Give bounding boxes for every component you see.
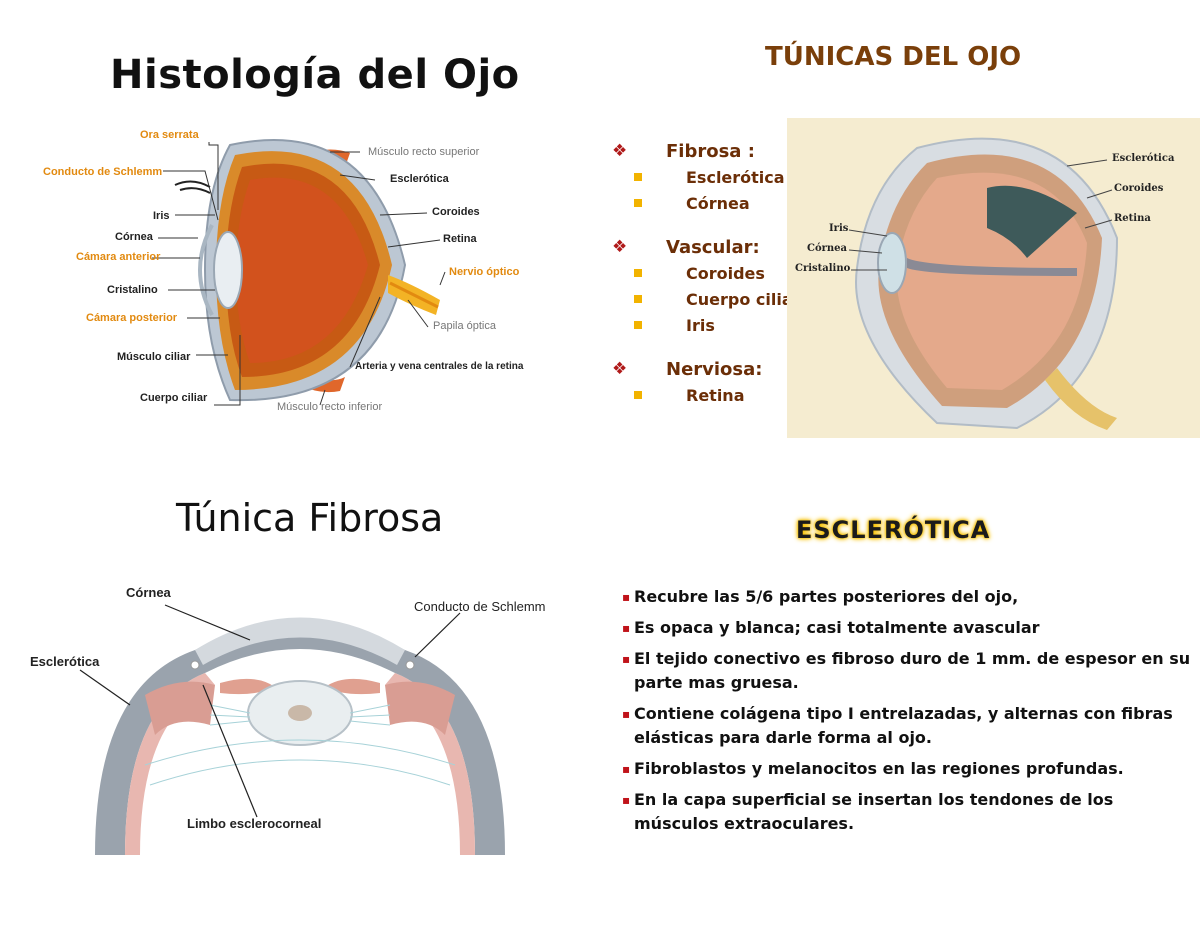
tunicas-list: ❖ Fibrosa : Esclerótica Córnea ❖ Vascular:… — [612, 138, 862, 418]
label-cutaway-retina: Retina — [1114, 213, 1151, 224]
label-coroides: Coroides — [432, 206, 480, 218]
label-cutaway-coroides: Coroides — [1114, 183, 1164, 194]
tunica-item: Retina — [686, 385, 745, 405]
list-item: ▪Contiene colágena tipo I entrelazadas, … — [622, 702, 1192, 750]
label-esclerotica: Esclerótica — [390, 173, 449, 185]
label-cutaway-cornea: Córnea — [807, 243, 848, 254]
eye-section-illustration — [152, 139, 446, 406]
list-item-text: En la capa superficial se insertan los t… — [634, 790, 1114, 833]
tunica-item: Córnea — [686, 193, 750, 213]
diamond-bullet-icon: ❖ — [612, 359, 628, 379]
label-arteria-vena: Arteria y vena centrales de la retina — [355, 361, 524, 372]
label-fibrosa-conducto-schlemm: Conducto de Schlemm — [414, 599, 546, 614]
label-musculo-ciliar: Músculo ciliar — [117, 351, 191, 363]
label-cutaway-iris: Iris — [829, 223, 849, 234]
tunica-group-nerviosa: ❖ Nerviosa: Retina — [612, 356, 862, 408]
list-item-text: Es opaca y blanca; casi totalmente avasc… — [634, 618, 1040, 637]
tunica-item: Coroides — [686, 263, 765, 283]
esclerotica-list: ▪Recubre las 5/6 partes posteriores del … — [622, 585, 1192, 836]
label-iris: Iris — [153, 210, 170, 222]
eye-cutaway-illustration — [848, 137, 1119, 430]
label-musculo-recto-superior: Músculo recto superior — [368, 146, 480, 158]
diamond-bullet-icon: ❖ — [612, 141, 628, 161]
page-title: Histología del Ojo — [110, 52, 520, 98]
tunica-fibrosa-title: Túnica Fibrosa — [176, 496, 444, 540]
label-camara-posterior: Cámara posterior — [86, 312, 178, 324]
list-item-text: Recubre las 5/6 partes posteriores del o… — [634, 587, 1019, 606]
square-bullet-icon — [634, 173, 642, 181]
label-camara-anterior: Cámara anterior — [76, 251, 161, 263]
label-musculo-recto-inferior: Músculo recto inferior — [277, 401, 383, 413]
tunica-name: Vascular: — [666, 236, 760, 258]
label-cutaway-esclerotica: Esclerótica — [1112, 153, 1175, 164]
label-cornea: Córnea — [115, 231, 153, 243]
list-item: ▪Fibroblastos y melanocitos en las regio… — [622, 757, 1192, 781]
tunica-fibrosa-diagram: Córnea Conducto de Schlemm Esclerótica L… — [5, 565, 595, 875]
square-bullet-icon: ▪ — [622, 590, 631, 604]
tunica-item: Cuerpo ciliar — [686, 289, 801, 309]
tunica-item: Esclerótica — [686, 167, 785, 187]
tunica-name: Nerviosa: — [666, 358, 763, 380]
tunica-group-fibrosa: ❖ Fibrosa : Esclerótica Córnea — [612, 138, 862, 216]
label-cuerpo-ciliar: Cuerpo ciliar — [140, 392, 208, 404]
square-bullet-icon — [634, 199, 642, 207]
square-bullet-icon — [634, 295, 642, 303]
tunica-group-vascular: ❖ Vascular: Coroides Cuerpo ciliar Iris — [612, 234, 862, 338]
tunica-name: Fibrosa : — [666, 140, 755, 162]
esclerotica-title: ESCLERÓTICA — [796, 516, 991, 544]
square-bullet-icon: ▪ — [622, 621, 631, 635]
label-retina: Retina — [443, 233, 477, 245]
square-bullet-icon: ▪ — [622, 793, 631, 807]
eye-cutaway-diagram: Esclerótica Coroides Retina Iris Córnea … — [787, 118, 1200, 438]
list-item-text: El tejido conectivo es fibroso duro de 1… — [634, 649, 1191, 692]
square-bullet-icon — [634, 391, 642, 399]
square-bullet-icon: ▪ — [622, 762, 631, 776]
square-bullet-icon — [634, 321, 642, 329]
label-fibrosa-cornea: Córnea — [126, 585, 171, 600]
square-bullet-icon — [634, 269, 642, 277]
square-bullet-icon: ▪ — [622, 652, 631, 666]
label-conducto-schlemm: Conducto de Schlemm — [43, 166, 163, 178]
list-item: ▪El tejido conectivo es fibroso duro de … — [622, 647, 1192, 695]
label-cristalino: Cristalino — [107, 284, 158, 296]
list-item: ▪En la capa superficial se insertan los … — [622, 788, 1192, 836]
fibrosa-illustration — [79, 604, 505, 855]
list-item: ▪Recubre las 5/6 partes posteriores del … — [622, 585, 1192, 609]
list-item: ▪Es opaca y blanca; casi totalmente avas… — [622, 616, 1192, 640]
square-bullet-icon: ▪ — [622, 707, 631, 721]
label-ora-serrata: Ora serrata — [140, 129, 199, 141]
diamond-bullet-icon: ❖ — [612, 237, 628, 257]
label-papila-optica: Papila óptica — [433, 320, 496, 332]
eye-section-diagram: Ora serrata Conducto de Schlemm Iris Cór… — [0, 115, 600, 425]
list-item-text: Fibroblastos y melanocitos en las region… — [634, 759, 1124, 778]
list-item-text: Contiene colágena tipo I entrelazadas, y… — [634, 704, 1173, 747]
label-fibrosa-esclerotica: Esclerótica — [30, 654, 100, 669]
label-nervio-optico: Nervio óptico — [449, 266, 520, 278]
tunica-item: Iris — [686, 315, 715, 335]
label-fibrosa-limbo: Limbo esclerocorneal — [187, 816, 322, 831]
label-cutaway-cristalino: Cristalino — [795, 263, 851, 274]
tunicas-title: TÚNICAS DEL OJO — [765, 42, 1022, 72]
